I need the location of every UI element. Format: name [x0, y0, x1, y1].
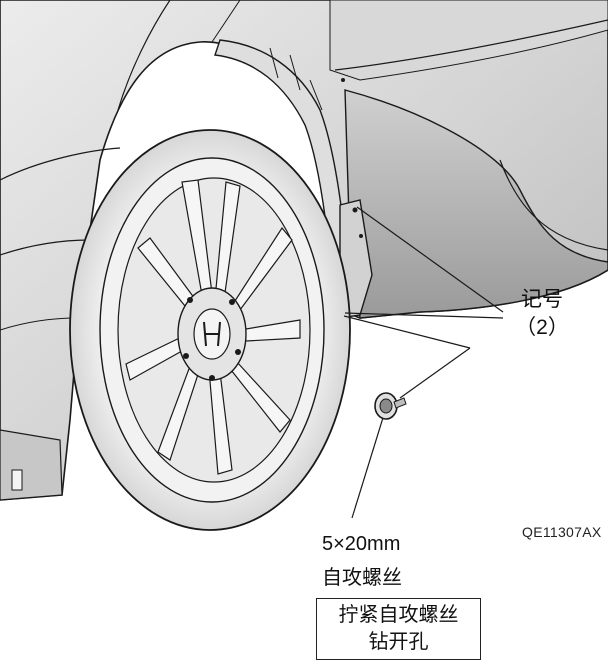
- screw-size-label: 5×20mm: [322, 533, 401, 555]
- instruction-line2: 钻开孔: [368, 631, 429, 653]
- screw-name-label: 自攻螺丝: [322, 567, 402, 589]
- figure-code: QE11307AX: [522, 524, 602, 540]
- mark-callout: 记号 （2）: [512, 286, 572, 342]
- instruction-line1: 拧紧自攻螺丝: [338, 604, 459, 626]
- fender-liner: [214, 39, 373, 320]
- instruction-box: 拧紧自攻螺丝 钻开孔: [316, 598, 481, 660]
- leader-lines: [343, 206, 504, 519]
- self-tapping-screw: [374, 392, 407, 420]
- brand-emblem-icon: [203, 321, 221, 347]
- mark-callout-line2: （2）: [515, 316, 569, 339]
- car-body: [0, 0, 608, 501]
- mark-callout-line1: 记号: [521, 288, 563, 311]
- wheel: [69, 129, 351, 531]
